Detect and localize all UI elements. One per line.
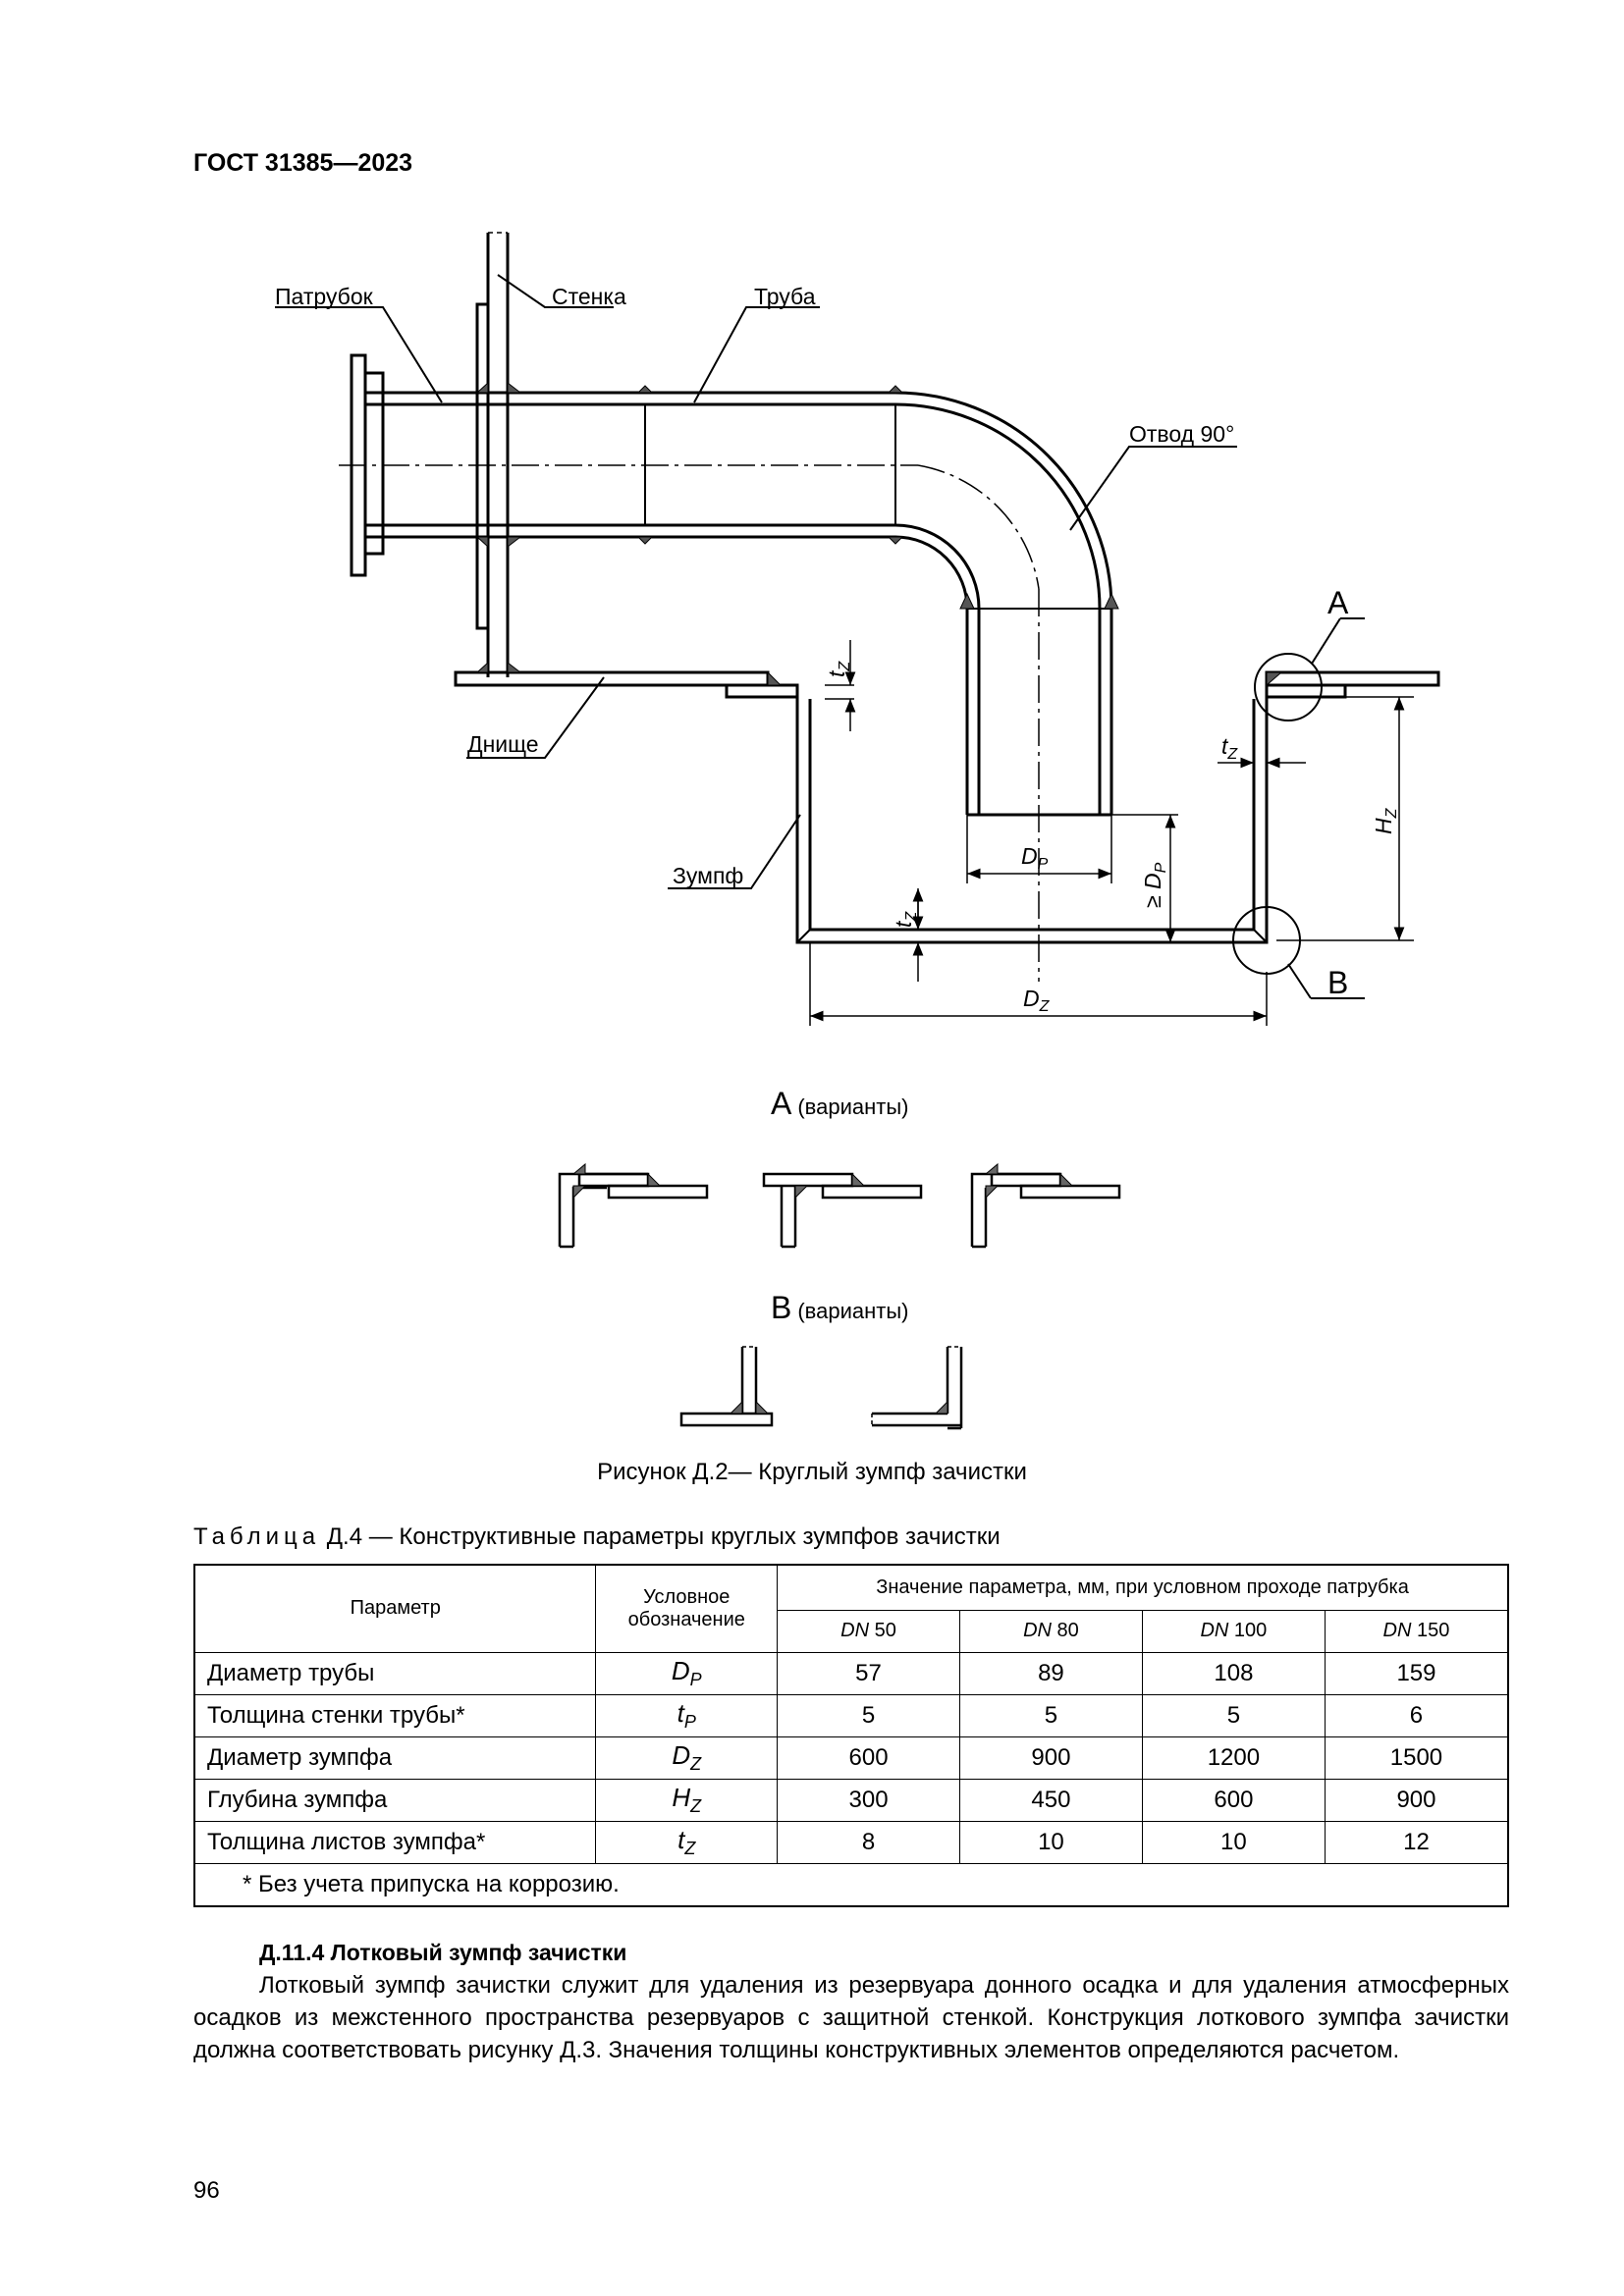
section-paragraph: Лотковый зумпф зачистки служит для удале… [193, 1972, 1509, 2063]
head-symbol: Условное обозначение [595, 1564, 779, 1653]
table-caption-text: Д.4 — Конструктивные параметры круглых з… [320, 1523, 1001, 1550]
label-truba: Труба [754, 284, 816, 309]
label-stenka: Стенка [552, 284, 626, 309]
head-dn-100: DN 100 [1141, 1609, 1326, 1653]
variants-b-title: В(варианты) [771, 1290, 908, 1325]
dim-hz: HZ [1371, 807, 1400, 834]
table-row: Толщина листов зумпфа* tZ 8 10 10 12 [193, 1820, 1509, 1864]
table-caption: Таблица Д.4 — Конструктивные параметры к… [193, 1523, 1001, 1551]
dim-tz-bottom: tZ [891, 911, 920, 928]
label-dnishche: Днище [467, 731, 539, 757]
table-note: * Без учета припуска на коррозию. [193, 1862, 1509, 1907]
dim-dp: DP [1021, 843, 1049, 873]
label-detail-b: В [1327, 965, 1348, 1000]
table-row: Диаметр зумпфа DZ 600 900 1200 1500 [193, 1735, 1509, 1780]
table-row: Диаметр трубы DP 57 89 108 159 [193, 1651, 1509, 1695]
table-caption-prefix: Таблица [193, 1523, 321, 1550]
label-patrubok: Патрубок [275, 284, 374, 309]
dim-dp-ge: ≥ DP [1140, 862, 1169, 908]
variants-a-details [558, 1172, 1121, 1249]
head-dn-80: DN 80 [958, 1609, 1143, 1653]
table-row: Толщина стенки трубы* tP 5 5 5 6 [193, 1693, 1509, 1737]
dim-dz: DZ [1023, 986, 1051, 1015]
sump-drawing: Патрубок Стенка Труба Отвод 90° Днище Зу… [275, 232, 1440, 1430]
section-title: Д.11.4 Лотковый зумпф зачистки [259, 1940, 627, 1965]
table-note-row: * Без учета припуска на коррозию. [193, 1862, 1509, 1907]
figure-caption: Рисунок Д.2— Круглый зумпф зачистки [597, 1459, 1027, 1485]
table-row: Глубина зумпфа HZ 300 450 600 900 [193, 1778, 1509, 1822]
variants-b-details [679, 1347, 963, 1430]
head-dn-150: DN 150 [1324, 1609, 1509, 1653]
head-param: Параметр [193, 1564, 597, 1653]
label-otvod: Отвод 90° [1129, 421, 1234, 447]
sump-parameters-table: Параметр Условное обозначение Значение п… [193, 1564, 1509, 1907]
head-value: Значение параметра, мм, при условном про… [777, 1564, 1509, 1611]
label-detail-a: А [1327, 585, 1349, 620]
dim-tz-right: tZ [1221, 733, 1238, 763]
head-dn-50: DN 50 [777, 1609, 960, 1653]
variants-a-title: А(варианты) [771, 1086, 908, 1121]
document-header: ГОСТ 31385—2023 [193, 149, 413, 177]
label-zumpf: Зумпф [673, 863, 743, 888]
dim-tz-top: tZ [824, 661, 853, 677]
page-number: 96 [193, 2177, 220, 2204]
